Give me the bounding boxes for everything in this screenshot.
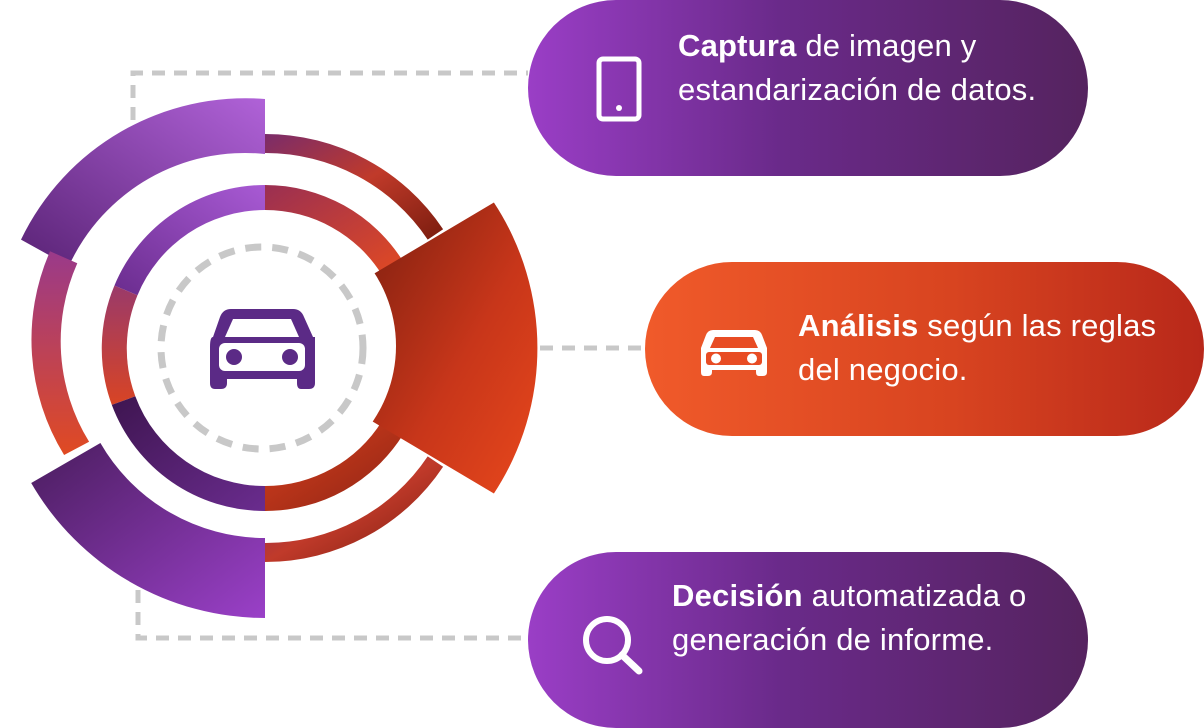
- smartphone-icon: [596, 56, 642, 122]
- ring-segment-inner-bottom: [111, 396, 265, 512]
- step-capture: Captura de imagen y estandarización de d…: [528, 0, 1088, 176]
- step-analysis-description: según las reglas del negocio.: [798, 308, 1157, 387]
- search-icon: [583, 616, 643, 675]
- connector-step-3: [135, 590, 528, 641]
- step-decision-text: Decisión automatizada o generación de in…: [672, 574, 1072, 662]
- ring-segment-outer-bottom-left: [31, 443, 266, 618]
- step-capture-description: de imagen y estandarización de datos.: [678, 28, 1037, 107]
- ring-segment-inner-top-left: [114, 185, 266, 296]
- ring-segment-inner-left: [101, 285, 138, 405]
- hub-car-icon: [210, 309, 315, 389]
- hub-dashed-ring: [157, 243, 367, 453]
- step-capture-title: Captura: [678, 28, 797, 63]
- ring-segment-outer-top-left: [21, 98, 265, 267]
- step-analysis-title: Análisis: [798, 308, 919, 343]
- step-decision-title: Decisión: [672, 578, 803, 613]
- ring-segment-inner-bottom-right: [265, 421, 404, 511]
- step-decision: Decisión automatizada o generación de in…: [528, 552, 1088, 728]
- connector-step-1: [130, 70, 528, 120]
- ring-segment-outer-left: [31, 251, 90, 455]
- step-decision-description: automatizada o generación de informe.: [672, 578, 1027, 657]
- ring-segment-inner-top-right: [265, 185, 404, 275]
- ring-segment-outer-bottom-right: [265, 456, 444, 562]
- step-analysis: Análisis según las reglas del negocio.: [645, 262, 1204, 436]
- step-analysis-text: Análisis según las reglas del negocio.: [798, 304, 1178, 392]
- ring-segment-outer-right: [265, 134, 444, 240]
- car-icon: [701, 330, 767, 376]
- step-capture-text: Captura de imagen y estandarización de d…: [678, 24, 1058, 112]
- ring-segment-wedge-right: [368, 202, 538, 494]
